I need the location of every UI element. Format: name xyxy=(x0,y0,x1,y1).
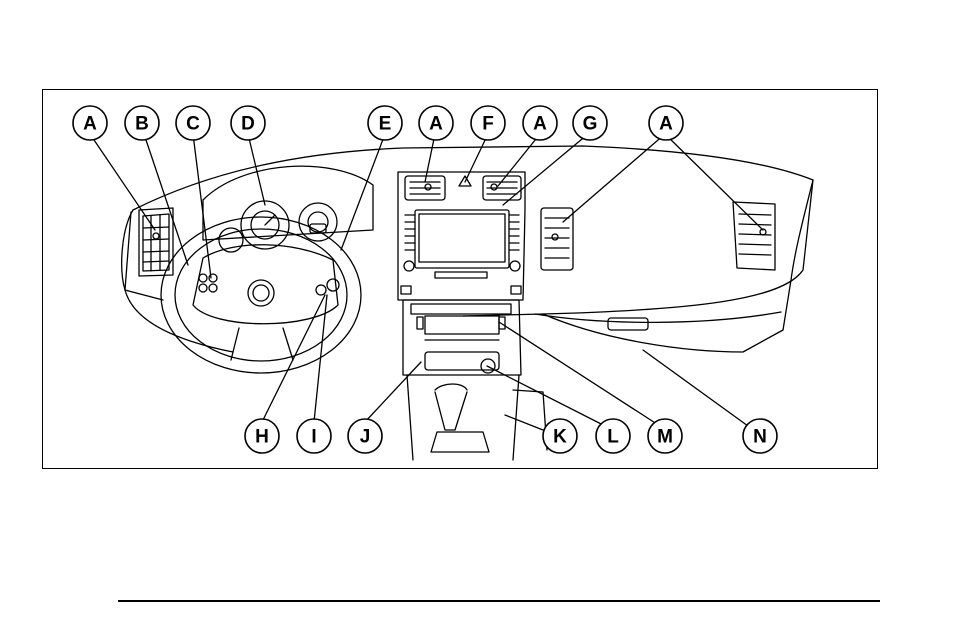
callout-j: J xyxy=(348,419,382,453)
svg-text:A: A xyxy=(533,114,547,135)
callout-g: G xyxy=(573,106,607,140)
svg-text:A: A xyxy=(429,114,443,135)
svg-text:A: A xyxy=(659,114,673,135)
svg-text:F: F xyxy=(482,114,494,135)
svg-text:B: B xyxy=(135,114,149,135)
dash-right-end xyxy=(783,180,813,330)
svg-text:L: L xyxy=(607,427,619,448)
callout-d: D xyxy=(231,106,265,140)
leader-lines xyxy=(90,134,763,430)
svg-text:A: A xyxy=(83,114,97,135)
svg-text:I: I xyxy=(311,427,316,448)
svg-text:H: H xyxy=(255,427,269,448)
callout-c: C xyxy=(176,106,210,140)
steering-wheel xyxy=(161,217,361,373)
instrument-panel-diagram: A B C D E A F A G A H I J K L M N xyxy=(42,89,878,469)
svg-text:M: M xyxy=(657,427,673,448)
dash-lower-edge xyxy=(125,212,783,352)
callout-l: L xyxy=(596,419,630,453)
svg-text:G: G xyxy=(583,114,598,135)
callout-a4: A xyxy=(649,106,683,140)
center-stack xyxy=(398,172,525,300)
callout-e: E xyxy=(368,106,402,140)
callout-b: B xyxy=(125,106,159,140)
svg-text:D: D xyxy=(241,114,255,135)
dashboard-drawing: A B C D E A F A G A H I J K L M N xyxy=(43,90,879,470)
gauge-cluster xyxy=(219,201,337,252)
callout-i: I xyxy=(297,419,331,453)
callout-h: H xyxy=(245,419,279,453)
svg-text:K: K xyxy=(553,427,567,448)
callout-n: N xyxy=(743,419,777,453)
glove-box xyxy=(535,312,781,330)
callout-f: F xyxy=(471,106,505,140)
svg-text:E: E xyxy=(379,114,392,135)
svg-text:C: C xyxy=(186,114,200,135)
callout-m: M xyxy=(648,419,682,453)
callout-a1: A xyxy=(73,106,107,140)
footer-rule xyxy=(118,600,880,602)
svg-text:N: N xyxy=(753,427,767,448)
callout-a3: A xyxy=(523,106,557,140)
right-outer-vent xyxy=(733,202,775,270)
callout-a2: A xyxy=(419,106,453,140)
climate-panel xyxy=(403,300,521,375)
callout-k: K xyxy=(543,419,577,453)
svg-text:J: J xyxy=(360,427,371,448)
shift-console xyxy=(407,375,547,460)
